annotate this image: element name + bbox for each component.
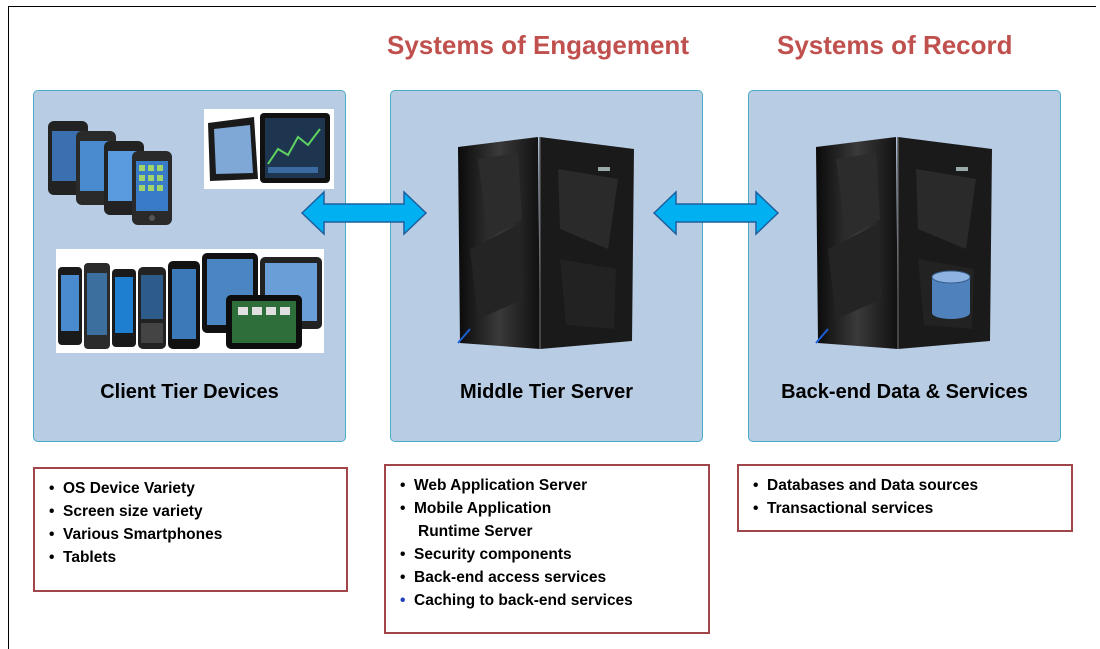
double-arrow-icon: [652, 190, 780, 236]
list-item: •Back-end access services: [400, 569, 607, 586]
mainframe-server-icon: [457, 137, 634, 349]
backend-features-box: •Databases and Data sources •Transaction…: [737, 464, 1073, 532]
list-item: •Web Application Server: [400, 477, 588, 494]
list-item: •Security components: [400, 546, 572, 563]
mainframe-server-icon: [815, 137, 992, 349]
list-item: •OS Device Variety: [49, 480, 195, 497]
client-tier-title: Client Tier Devices: [100, 381, 279, 403]
list-item: •Mobile Application: [400, 500, 552, 517]
list-item: •Caching to back-end services: [400, 592, 633, 609]
backend-tier-panel: Back-end Data & Services: [748, 90, 1061, 442]
frame-left-border: [8, 6, 9, 649]
backend-tier-title: Back-end Data & Services: [781, 381, 1028, 403]
list-item: •Various Smartphones: [49, 526, 223, 543]
list-item-continuation: Runtime Server: [418, 523, 533, 540]
frame-top-border: [8, 6, 1096, 7]
devices-lineup-icon: [56, 249, 324, 353]
smartphones-icon: [48, 121, 172, 225]
heading-systems-of-engagement: Systems of Engagement: [387, 30, 689, 60]
middle-tier-panel: Middle Tier Server: [390, 90, 703, 442]
list-item: •Tablets: [49, 549, 117, 566]
list-item: •Screen size variety: [49, 503, 203, 520]
client-features-box: •OS Device Variety •Screen size variety …: [33, 467, 348, 592]
middle-features-box: •Web Application Server •Mobile Applicat…: [384, 464, 710, 634]
list-item: •Transactional services: [753, 500, 934, 517]
double-arrow-icon: [300, 190, 428, 236]
list-item: •Databases and Data sources: [753, 477, 979, 494]
tablets-icon: [204, 109, 334, 189]
database-cylinder-icon: [931, 270, 971, 319]
client-tier-panel: Client Tier Devices: [33, 90, 346, 442]
middle-tier-title: Middle Tier Server: [459, 381, 634, 403]
heading-systems-of-record: Systems of Record: [777, 30, 1013, 60]
